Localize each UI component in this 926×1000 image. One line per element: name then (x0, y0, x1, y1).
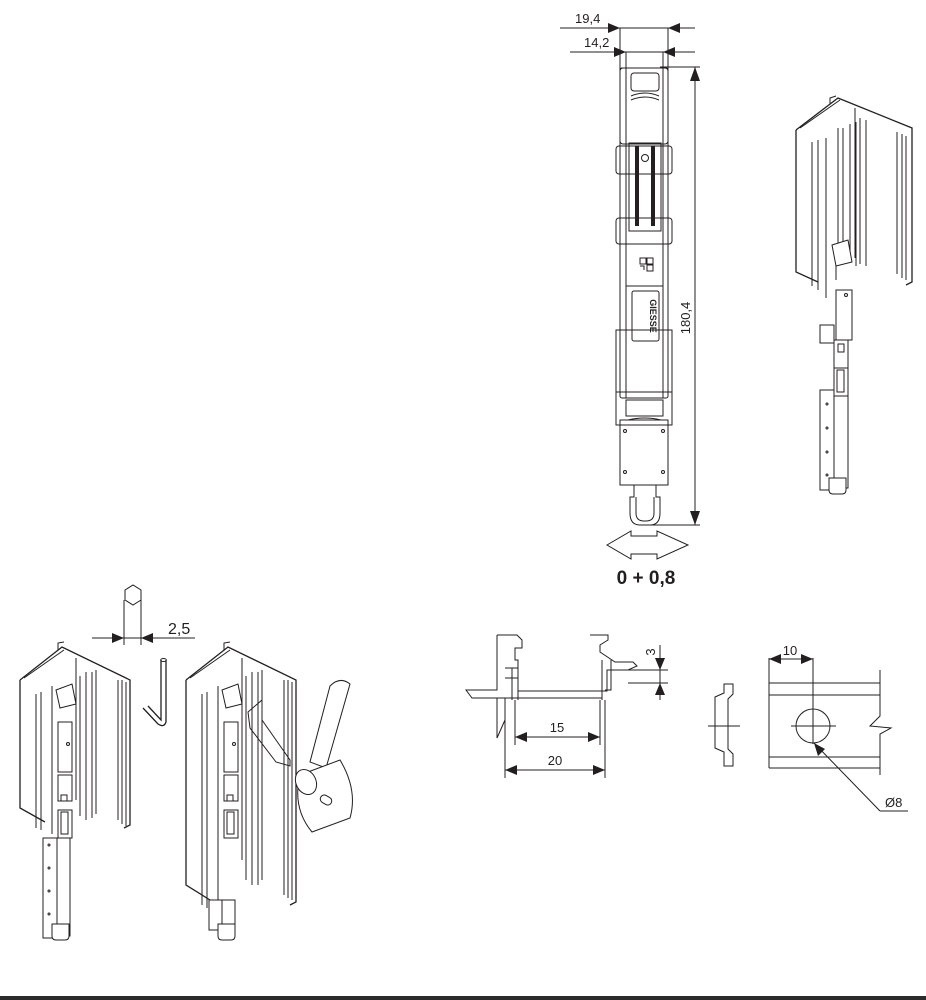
dim-outer-width: 19,4 (575, 11, 600, 26)
dim-length: 180,4 (678, 302, 693, 335)
bolt-front-view: 19,4 14,2 180,4 (560, 11, 700, 589)
profile-cross-section: 3 15 20 (465, 634, 668, 778)
isometric-profile-view (795, 95, 913, 495)
dim-profile-outer: 20 (548, 753, 562, 768)
width-dimension-19-4: 19,4 (560, 11, 695, 70)
isometric-step-1 (19, 641, 131, 941)
adjustment-arrow-icon (606, 530, 690, 560)
dim-hole-offset: 10 (783, 643, 797, 658)
hex-key-dimension: 2,5 (92, 584, 195, 645)
brand-label: GIESSE (648, 299, 658, 333)
length-dimension: 180,4 (650, 66, 700, 526)
dim-depth: 3 (643, 648, 658, 655)
adjustment-range: 0 + 0,8 (617, 568, 676, 589)
hammer-icon (294, 680, 353, 833)
dim-hole-diameter: Ø8 (885, 795, 902, 810)
hole-detail: 10 Ø8 (708, 643, 908, 812)
isometric-step-2 (185, 641, 353, 941)
dim-inner-width: 14,2 (584, 35, 609, 50)
logo-squares-icon (639, 257, 654, 272)
allen-key-icon (142, 658, 167, 727)
dim-profile-inner: 15 (550, 720, 564, 735)
bottom-border-bar (0, 996, 926, 1000)
dim-hex-size: 2,5 (168, 621, 190, 638)
hex-icon (124, 584, 142, 606)
width-dimension-14-2: 14,2 (570, 35, 695, 70)
